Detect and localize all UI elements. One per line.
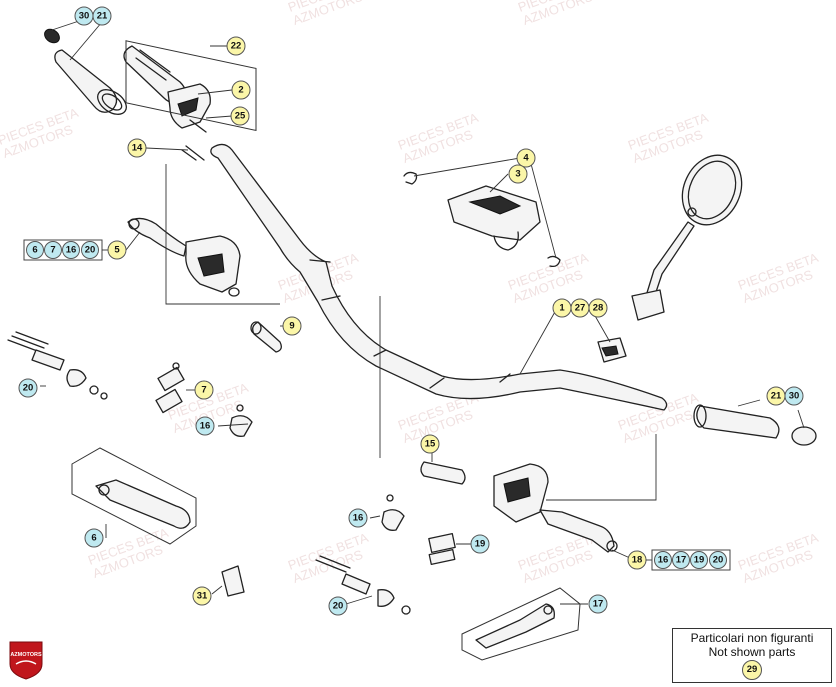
svg-text:20: 20 xyxy=(85,245,96,256)
group-18-item-16[interactable]: 16 xyxy=(654,551,672,569)
svg-text:25: 25 xyxy=(235,111,246,122)
svg-text:1: 1 xyxy=(559,303,565,314)
svg-text:20: 20 xyxy=(23,383,34,394)
callout-21[interactable]: 21 xyxy=(92,6,112,26)
svg-text:16: 16 xyxy=(658,555,669,566)
azmotors-logo: AZMOTORS xyxy=(9,641,43,680)
sleeve-part xyxy=(250,321,282,353)
spring-set-right xyxy=(315,555,411,615)
brake-master-assembly xyxy=(493,463,618,553)
callout-30-right[interactable]: 30 xyxy=(784,386,804,406)
svg-text:20: 20 xyxy=(333,601,344,612)
logo-text: AZMOTORS xyxy=(10,652,42,658)
callout-4[interactable]: 4 xyxy=(516,148,536,168)
small-parts-19 xyxy=(428,533,456,566)
callout-20-left[interactable]: 20 xyxy=(18,378,38,398)
svg-text:17: 17 xyxy=(676,555,687,566)
group-18-item-19[interactable]: 19 xyxy=(690,551,708,569)
svg-text:19: 19 xyxy=(694,555,705,566)
svg-text:19: 19 xyxy=(475,539,486,550)
lever-6 xyxy=(71,447,197,545)
callout-15[interactable]: 15 xyxy=(420,434,440,454)
svg-text:22: 22 xyxy=(231,41,242,52)
group-5-item-20[interactable]: 20 xyxy=(81,241,99,259)
lever-17 xyxy=(461,587,581,661)
svg-text:20: 20 xyxy=(713,555,724,566)
legend-line-english: Not shown parts xyxy=(708,645,796,659)
svg-text:18: 18 xyxy=(632,555,643,566)
left-lever-assembly xyxy=(127,217,241,297)
group-5-item-6[interactable]: 6 xyxy=(26,241,44,259)
callout-5[interactable]: 5 xyxy=(107,240,127,260)
group-5-item-7[interactable]: 7 xyxy=(44,241,62,259)
svg-text:7: 7 xyxy=(50,245,55,256)
callout-27[interactable]: 27 xyxy=(570,298,590,318)
callout-19[interactable]: 19 xyxy=(470,534,490,554)
callout-2[interactable]: 2 xyxy=(231,80,251,100)
svg-text:15: 15 xyxy=(425,439,436,450)
small-parts-16a xyxy=(229,404,253,437)
svg-text:4: 4 xyxy=(523,153,529,164)
svg-text:16: 16 xyxy=(66,245,77,256)
callout-25[interactable]: 25 xyxy=(230,106,250,126)
svg-text:3: 3 xyxy=(515,169,520,180)
callout-21-right[interactable]: 21 xyxy=(766,386,786,406)
callout-16-left[interactable]: 16 xyxy=(195,416,215,436)
callout-18[interactable]: 18 xyxy=(627,550,647,570)
throttle-assembly xyxy=(123,40,257,133)
leader-lines xyxy=(40,19,805,605)
svg-text:5: 5 xyxy=(114,245,120,256)
svg-text:16: 16 xyxy=(353,513,364,524)
svg-text:6: 6 xyxy=(91,533,96,544)
callout-30[interactable]: 30 xyxy=(74,6,94,26)
pin-part xyxy=(181,145,205,161)
small-parts-16b xyxy=(381,494,405,531)
group-18-item-17[interactable]: 17 xyxy=(672,551,690,569)
spring-set-left xyxy=(7,331,108,400)
callout-29[interactable]: 29 xyxy=(742,660,762,680)
group-box-5: 6 7 16 20 xyxy=(23,239,103,261)
left-grip-assembly xyxy=(44,28,127,115)
svg-text:16: 16 xyxy=(200,421,211,432)
callout-7[interactable]: 7 xyxy=(194,380,214,400)
group-box-18: 16 17 19 20 xyxy=(651,549,731,571)
svg-text:2: 2 xyxy=(238,85,243,96)
svg-text:21: 21 xyxy=(97,11,108,22)
svg-text:31: 31 xyxy=(197,591,208,602)
svg-text:28: 28 xyxy=(593,303,604,314)
svg-text:21: 21 xyxy=(771,391,782,402)
mirror xyxy=(631,154,743,321)
svg-text:30: 30 xyxy=(79,11,90,22)
callout-3[interactable]: 3 xyxy=(508,164,528,184)
right-grip-assembly xyxy=(693,404,817,446)
callout-9[interactable]: 9 xyxy=(282,316,302,336)
svg-text:7: 7 xyxy=(201,385,206,396)
part-31 xyxy=(221,565,245,597)
callout-20-right[interactable]: 20 xyxy=(328,596,348,616)
callout-22[interactable]: 22 xyxy=(226,36,246,56)
clamp-assembly xyxy=(403,171,561,268)
callout-1[interactable]: 1 xyxy=(552,298,572,318)
callout-31[interactable]: 31 xyxy=(192,586,212,606)
svg-text:14: 14 xyxy=(132,143,143,154)
callout-28[interactable]: 28 xyxy=(588,298,608,318)
group-18-item-20[interactable]: 20 xyxy=(709,551,727,569)
callout-bubbles: 30 21 22 2 25 14 4 3 6 7 16 20 5 9 1 27 … xyxy=(18,6,804,616)
callout-16-right[interactable]: 16 xyxy=(348,508,368,528)
legend-line-italian: Particolari non figuranti xyxy=(690,631,814,645)
svg-text:6: 6 xyxy=(32,245,37,256)
svg-text:17: 17 xyxy=(593,599,604,610)
callout-6[interactable]: 6 xyxy=(84,528,104,548)
not-shown-parts-legend: Particolari non figuranti Not shown part… xyxy=(672,628,832,683)
small-parts-7 xyxy=(155,362,185,414)
svg-text:27: 27 xyxy=(575,303,586,314)
svg-text:30: 30 xyxy=(789,391,800,402)
small-switch xyxy=(597,337,627,363)
svg-text:9: 9 xyxy=(289,321,294,332)
callout-14[interactable]: 14 xyxy=(127,138,147,158)
group-5-item-16[interactable]: 16 xyxy=(62,241,80,259)
callout-17[interactable]: 17 xyxy=(588,594,608,614)
sleeve-part-15 xyxy=(420,461,466,485)
